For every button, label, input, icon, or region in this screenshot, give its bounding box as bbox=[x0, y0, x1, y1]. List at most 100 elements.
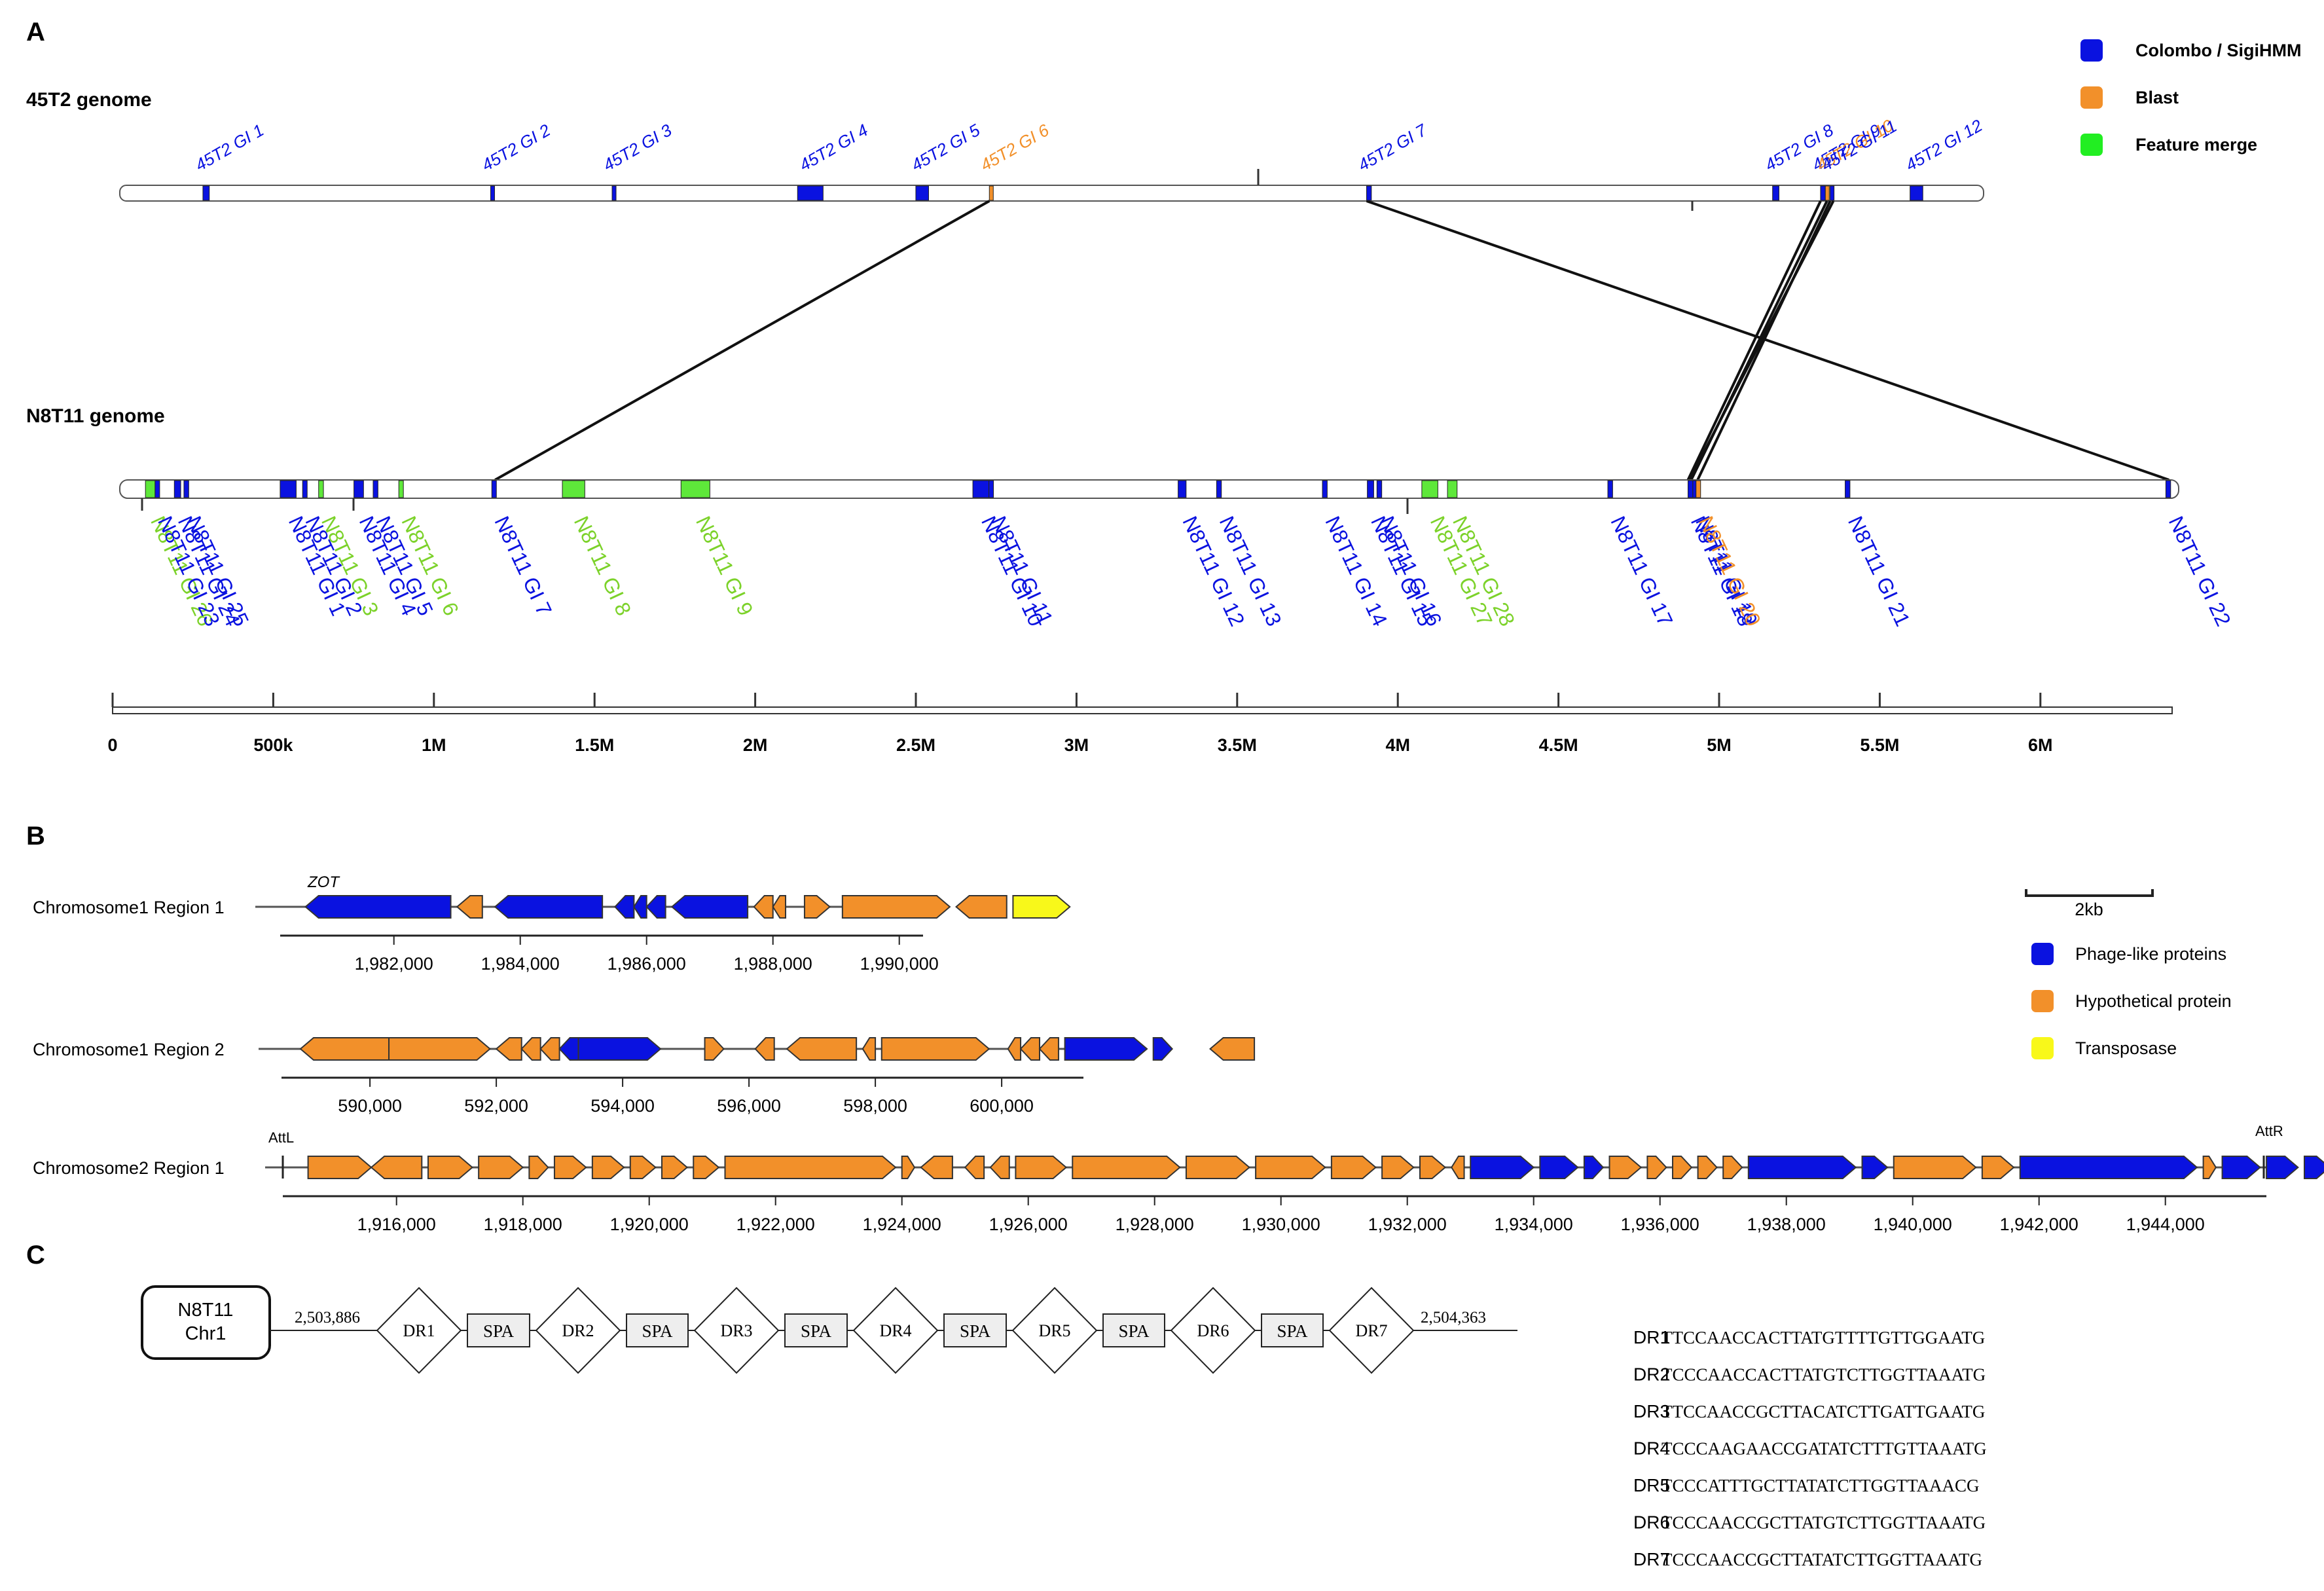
direct-repeat bbox=[1011, 1287, 1098, 1374]
direct-repeat bbox=[535, 1287, 621, 1374]
repeat-sequence: TCCCAACCGCTTATGTCTTGGTTAAATG bbox=[1661, 1513, 1986, 1533]
axis-tick-label: 6M bbox=[2028, 735, 2053, 755]
track-label-2: Chromosome2 Region 1 bbox=[33, 1158, 225, 1178]
gene-arrow bbox=[633, 895, 647, 919]
gene-arrow bbox=[370, 1156, 423, 1179]
gi-45t2-mark bbox=[1825, 185, 1830, 201]
gi-n8t11-mark bbox=[398, 480, 404, 498]
legend-label-b-0: Phage-like proteins bbox=[2075, 944, 2226, 964]
gi-45t2-mark bbox=[915, 185, 929, 201]
scale-bar-label: 2kb bbox=[2075, 900, 2103, 919]
panel-a-label: A bbox=[26, 18, 45, 46]
gene-arrow bbox=[591, 1156, 625, 1179]
direct-repeat-label: DR3 bbox=[720, 1321, 752, 1340]
ruler-tick-label: 1,934,000 bbox=[1495, 1215, 1573, 1234]
spacer-box bbox=[943, 1313, 1007, 1347]
repeat-sequence: TCCCAACCACTTATGTCTTGGTTAAATG bbox=[1661, 1365, 1986, 1385]
coord-right: 2,504,363 bbox=[1421, 1309, 1486, 1326]
genome-box bbox=[141, 1285, 271, 1360]
gene-arrow bbox=[520, 1037, 541, 1061]
gi-45t2-mark bbox=[490, 185, 495, 201]
direct-repeat-label: DR5 bbox=[1038, 1321, 1070, 1340]
legend-swatch-2 bbox=[2080, 134, 2103, 156]
axis-tick-label: 3M bbox=[1064, 735, 1089, 755]
gene-arrow bbox=[1747, 1156, 1857, 1179]
gi-45t2-label: 45T2 GI 2 bbox=[478, 120, 554, 175]
gi-n8t11-mark bbox=[1421, 480, 1438, 498]
direct-repeat bbox=[1170, 1287, 1256, 1374]
legend-label-b-1: Hypothetical protein bbox=[2075, 991, 2232, 1011]
genome-45t2-bar bbox=[119, 185, 1984, 202]
axis-tick-label: 3.5M bbox=[1218, 735, 1257, 755]
axis-tick-label: 4.5M bbox=[1539, 735, 1578, 755]
gene-arrow bbox=[1608, 1156, 1643, 1179]
spacer-label: SPA bbox=[960, 1321, 991, 1341]
ruler-tick-label: 594,000 bbox=[590, 1096, 655, 1116]
gene-arrow bbox=[1539, 1156, 1579, 1179]
gi-45t2-mark bbox=[1366, 185, 1372, 201]
gi-n8t11-mark bbox=[1367, 480, 1374, 498]
gene-arrow bbox=[2304, 1156, 2324, 1179]
gene-arrow bbox=[427, 1156, 474, 1179]
repeat-sequence: TTCCAACCGCTTACATCTTGATTGAATG bbox=[1661, 1402, 1985, 1421]
spacer-box bbox=[467, 1313, 530, 1347]
gene-arrow bbox=[670, 895, 749, 919]
gene-arrow bbox=[1007, 1037, 1022, 1061]
legend-label-b-2: Transposase bbox=[2075, 1038, 2177, 1058]
legend-swatch-b-2 bbox=[2031, 1037, 2054, 1059]
synteny-link bbox=[1366, 200, 2170, 481]
gene-arrow bbox=[955, 895, 1008, 919]
gi-45t2-mark bbox=[1830, 185, 1835, 201]
gene-arrow bbox=[614, 895, 635, 919]
gene-arrow bbox=[1697, 1156, 1718, 1179]
axis-tick-label: 5.5M bbox=[1860, 735, 1899, 755]
gene-arrow bbox=[1012, 895, 1071, 919]
gi-n8t11-mark bbox=[354, 480, 364, 498]
ruler-tick-label: 1,986,000 bbox=[608, 954, 686, 974]
gi-45t2-mark bbox=[1910, 185, 1923, 201]
gene-arrow bbox=[1072, 1156, 1181, 1179]
gi-n8t11-mark bbox=[302, 480, 308, 498]
direct-repeat bbox=[1328, 1287, 1415, 1374]
gene-arrow bbox=[1893, 1156, 1977, 1179]
gi-45t2-label: 45T2 GI 4 bbox=[796, 120, 871, 175]
gi-45t2-mark bbox=[797, 185, 824, 201]
spacer-label: SPA bbox=[483, 1321, 515, 1341]
att-left-label: AttL bbox=[268, 1129, 294, 1146]
gene-arrow bbox=[1451, 1156, 1465, 1179]
direct-repeat-label: DR1 bbox=[403, 1321, 435, 1340]
synteny-link bbox=[494, 200, 990, 481]
gi-n8t11-label: N8T11 GI 17 bbox=[1606, 513, 1677, 630]
gene-arrow bbox=[989, 1156, 1010, 1179]
repeat-id: DR3 bbox=[1633, 1401, 1670, 1421]
gi-n8t11-label: N8T11 GI 8 bbox=[570, 513, 636, 619]
gi-n8t11-mark bbox=[972, 480, 990, 498]
ruler-tick-label: 600,000 bbox=[970, 1096, 1034, 1116]
gene-arrow bbox=[881, 1037, 990, 1061]
gene-arrow bbox=[724, 1156, 897, 1179]
legend-label-1: Blast bbox=[2135, 88, 2179, 107]
gi-n8t11-label: N8T11 GI 22 bbox=[2164, 513, 2236, 630]
gi-n8t11-label: N8T11 GI 7 bbox=[490, 513, 556, 619]
gi-n8t11-mark bbox=[1687, 480, 1694, 498]
gene-arrow bbox=[786, 1037, 858, 1061]
repeat-id: DR4 bbox=[1633, 1438, 1670, 1459]
position-axis bbox=[112, 706, 2173, 714]
gene-arrow bbox=[307, 1156, 372, 1179]
legend-swatch-b-1 bbox=[2031, 990, 2054, 1012]
gi-45t2-label: 45T2 GI 6 bbox=[977, 120, 1053, 175]
spacer-label: SPA bbox=[1277, 1321, 1308, 1341]
gene-arrow bbox=[964, 1156, 985, 1179]
gi-n8t11-mark bbox=[154, 480, 160, 498]
gi-n8t11-mark bbox=[1845, 480, 1851, 498]
gene-arrow bbox=[901, 1156, 916, 1179]
gene-arrow bbox=[456, 895, 483, 919]
genome-45t2-title: 45T2 genome bbox=[26, 89, 152, 111]
gi-45t2-label: 45T2 GI 7 bbox=[1354, 120, 1430, 175]
gene-arrow bbox=[299, 1037, 390, 1061]
gene-arrow bbox=[693, 1156, 720, 1179]
gi-n8t11-mark bbox=[1322, 480, 1328, 498]
gi-45t2-mark bbox=[202, 185, 210, 201]
